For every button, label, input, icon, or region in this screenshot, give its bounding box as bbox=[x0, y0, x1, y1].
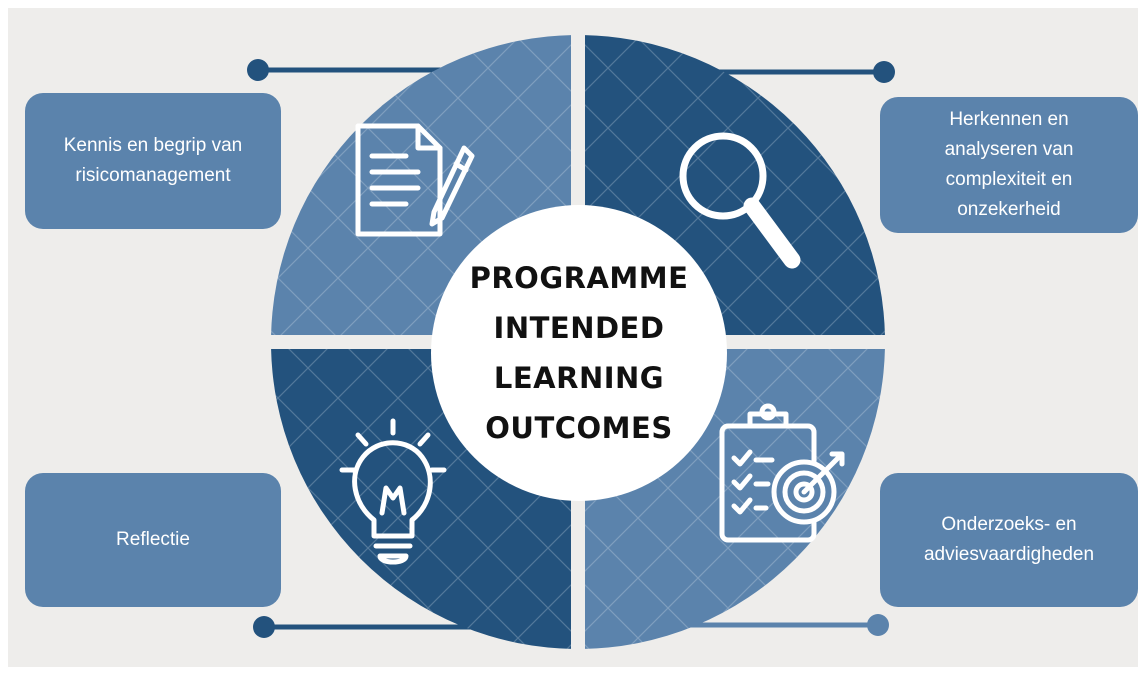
outcome-box-complexity: Herkennen en analyseren van complexiteit… bbox=[880, 97, 1138, 233]
center-title-line: LEARNING bbox=[493, 361, 665, 395]
magnifying-glass-icon bbox=[679, 132, 801, 269]
outcome-label: Reflectie bbox=[116, 529, 190, 550]
center-title-line: INTENDED bbox=[493, 311, 665, 345]
outcome-label: Onderzoeks- en adviesvaardigheden bbox=[923, 514, 1095, 565]
outcome-label: Herkennen en analyseren van complexiteit… bbox=[944, 109, 1074, 220]
light-bulb-icon bbox=[339, 418, 447, 565]
quadrant-diagram bbox=[247, 35, 895, 649]
diagram-canvas: Kennis en begrip van risicomanagement He… bbox=[8, 8, 1138, 667]
outcome-box-reflection: Reflectie bbox=[25, 473, 281, 607]
document-pen-icon bbox=[355, 123, 475, 237]
outcome-box-research-advice: Onderzoeks- en adviesvaardigheden bbox=[880, 473, 1138, 607]
connector-bottom-right bbox=[673, 614, 889, 636]
clipboard-target-icon bbox=[719, 403, 845, 543]
connector-bottom-left bbox=[253, 616, 478, 638]
outcome-label: Kennis en begrip van risicomanagement bbox=[63, 135, 243, 186]
center-title-line: OUTCOMES bbox=[485, 411, 673, 445]
center-circle bbox=[431, 205, 727, 501]
center-title-line: PROGRAMME bbox=[469, 261, 689, 295]
outcome-box-knowledge: Kennis en begrip van risicomanagement bbox=[25, 93, 281, 229]
center-title: PROGRAMME INTENDED LEARNING OUTCOMES bbox=[434, 253, 724, 453]
